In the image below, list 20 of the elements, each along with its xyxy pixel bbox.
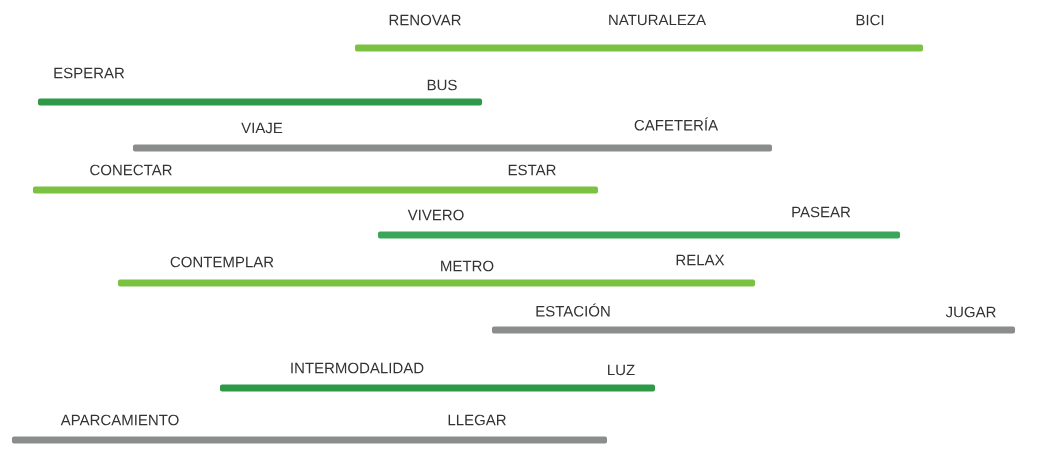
word-label: APARCAMIENTO bbox=[60, 414, 179, 426]
word-label: BICI bbox=[856, 14, 884, 26]
word-label: ESTAR bbox=[508, 164, 556, 176]
word-label: PASEAR bbox=[792, 206, 851, 218]
word-label: RELAX bbox=[676, 254, 725, 266]
word-label: METRO bbox=[441, 260, 494, 272]
word-label: VIVERO bbox=[407, 209, 464, 221]
word-label: ESTACIÓN bbox=[536, 303, 610, 317]
word-label: VIAJE bbox=[241, 122, 283, 134]
word-label: CONTEMPLAR bbox=[170, 256, 274, 268]
word-label: JUGAR bbox=[945, 306, 996, 318]
word-label: CONECTAR bbox=[90, 164, 172, 176]
word-label: LUZ bbox=[608, 364, 635, 376]
word-label: BUS bbox=[427, 79, 457, 91]
word-label: CAFETERÍA bbox=[634, 117, 719, 131]
word-label: NATURALEZA bbox=[609, 14, 706, 26]
word-label: INTERMODALIDAD bbox=[291, 362, 424, 374]
word-label: RENOVAR bbox=[389, 14, 461, 26]
word-label: LLEGAR bbox=[448, 414, 506, 426]
word-label: ESPERAR bbox=[54, 67, 125, 79]
